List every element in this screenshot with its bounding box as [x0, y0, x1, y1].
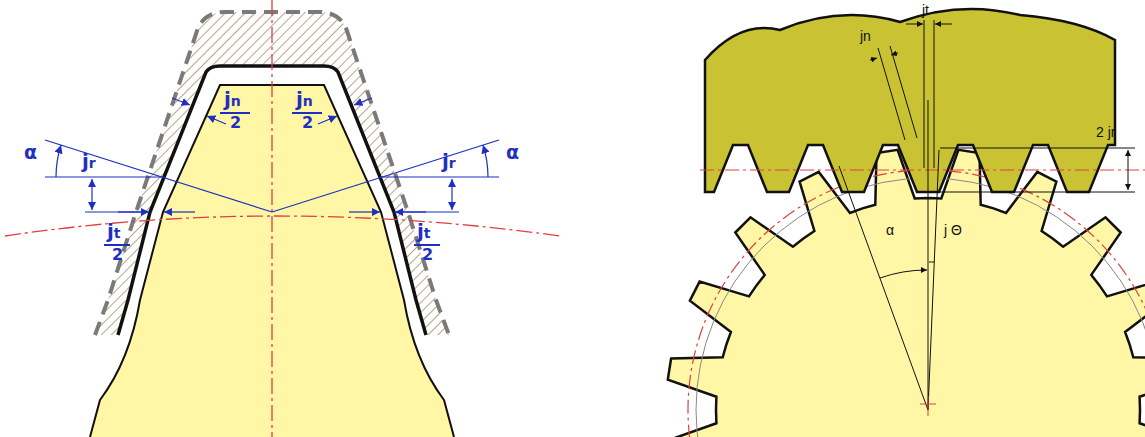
fraction-numerator: jn — [296, 88, 313, 111]
dimension-label: 2 jr — [1096, 124, 1115, 140]
angle-label: α — [24, 142, 37, 164]
fraction-denominator: 2 — [422, 246, 433, 264]
gear-rack-mesh — [668, 9, 1145, 437]
angle-label: j Θ — [944, 222, 962, 238]
dimension-label: jr — [442, 150, 456, 173]
fraction-numerator: jt — [417, 220, 431, 243]
dimension-label: jr — [82, 150, 96, 173]
fraction-numerator: jn — [224, 88, 241, 111]
dimension-label: jt — [922, 2, 929, 18]
fraction-denominator: 2 — [112, 246, 123, 264]
dimension-label: jn — [860, 28, 871, 44]
fraction-denominator: 2 — [230, 114, 241, 132]
angle-label: α — [886, 222, 894, 238]
fraction-numerator: jt — [107, 220, 121, 243]
angle-label: α — [506, 142, 519, 164]
tooth-detail — [5, 0, 560, 437]
fraction-denominator: 2 — [302, 114, 313, 132]
